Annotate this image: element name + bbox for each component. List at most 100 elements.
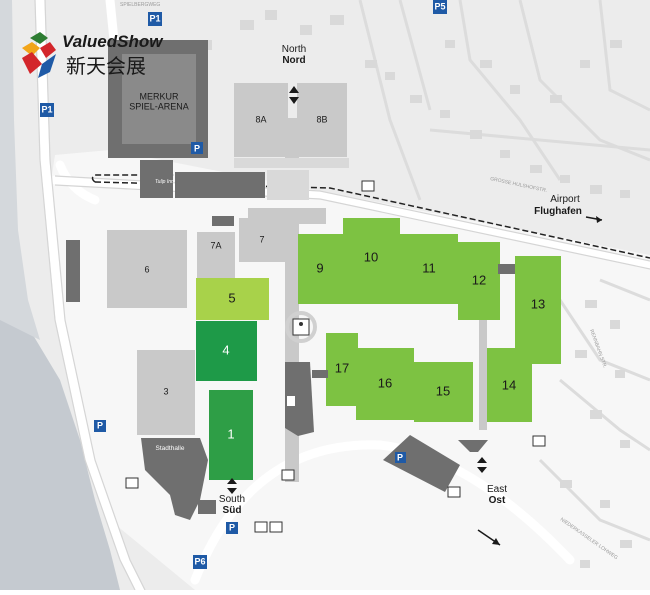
svg-text:Nord: Nord [282, 55, 305, 66]
svg-text:Airport: Airport [550, 194, 580, 205]
hall-9[interactable]: 9 [298, 234, 344, 304]
svg-text:East: East [487, 484, 507, 495]
svg-text:Stadthalle: Stadthalle [156, 445, 185, 452]
rail-station-building [267, 170, 309, 200]
svg-text:9: 9 [316, 260, 323, 275]
hall-10[interactable]: 10 [343, 218, 400, 304]
east-gate [458, 440, 488, 452]
hall-16[interactable]: 16 [356, 348, 414, 420]
svg-text:South: South [219, 494, 245, 505]
river-bank [0, 0, 40, 340]
svg-text:15: 15 [436, 383, 450, 398]
svg-text:5: 5 [228, 290, 235, 305]
svg-text:6: 6 [144, 264, 149, 274]
central-service-building [285, 362, 314, 436]
hall-5[interactable]: 5 [196, 278, 269, 320]
svg-text:8A: 8A [255, 114, 266, 124]
svg-text:North: North [282, 44, 306, 55]
svg-text:10: 10 [364, 249, 378, 264]
southeast-arrowhead-icon [492, 538, 500, 545]
airport-arrowhead-icon [596, 216, 602, 223]
svg-text:11: 11 [422, 260, 436, 275]
bus-stop-icons [125, 180, 546, 533]
hall-12-13-link [498, 264, 516, 274]
hall-7[interactable]: 7 [239, 218, 285, 262]
svg-text:1: 1 [227, 426, 234, 441]
svg-text:3: 3 [163, 386, 168, 396]
bus-icon [361, 180, 375, 192]
svg-text:Flughafen: Flughafen [534, 206, 582, 217]
south-arrow-icon [227, 478, 237, 494]
rail-loop [91, 174, 175, 183]
svg-text:16: 16 [378, 375, 392, 390]
residential-buildings [200, 10, 632, 568]
hall-15[interactable]: 15 [414, 362, 473, 422]
logo-mark-icon [22, 32, 56, 78]
hall-6-annex [66, 240, 80, 302]
hall-17[interactable]: 17 [326, 333, 358, 406]
south-entrance[interactable]: South Süd [219, 478, 245, 516]
east-arrow-icon [477, 457, 487, 473]
hotel-building[interactable]: Tulip Inn [140, 160, 265, 198]
bus-icon [447, 486, 461, 498]
hall-8-canopy [234, 158, 349, 168]
hall-6[interactable]: 6 [107, 230, 187, 308]
arena-label-2: SPIEL-ARENA [129, 101, 189, 111]
merkur-spiel-arena[interactable]: MERKUR SPIEL-ARENA [108, 40, 208, 158]
hall-7a[interactable]: 7A [197, 232, 235, 280]
svg-text:P5: P5 [434, 1, 445, 11]
hall-13[interactable]: 13 [515, 256, 561, 364]
bus-icon [532, 435, 546, 447]
stadthalle[interactable]: Stadthalle [141, 438, 208, 520]
svg-text:P: P [229, 522, 235, 532]
north-entrance[interactable]: North Nord [282, 44, 306, 104]
svg-text:P1: P1 [41, 104, 52, 114]
info-icon [287, 396, 295, 406]
svg-text:Ost: Ost [489, 495, 506, 506]
svg-text:4: 4 [222, 342, 229, 357]
walkway-central [285, 222, 299, 482]
hall-4[interactable]: 4 [196, 321, 257, 381]
svg-text:P: P [97, 420, 103, 430]
logo-chinese: 新天会展 [66, 55, 146, 78]
hall-3[interactable]: 3 [137, 350, 195, 435]
street-spielbergweg: SPIELBERGWEG [120, 2, 160, 8]
central-roundabout [285, 311, 317, 343]
svg-text:P6: P6 [194, 556, 205, 566]
svg-text:8B: 8B [316, 114, 327, 124]
parking-garage-east[interactable]: P [383, 435, 460, 492]
svg-text:12: 12 [472, 272, 486, 287]
logo-wordmark: ValuedShow [62, 32, 164, 51]
parking-p-west[interactable]: P [94, 420, 106, 432]
hall-12[interactable]: 12 [458, 242, 500, 320]
svg-text:P: P [194, 143, 200, 153]
river-water [0, 300, 120, 590]
svg-text:P1: P1 [149, 13, 160, 23]
svg-text:13: 13 [531, 296, 545, 311]
east-entrance[interactable]: East Ost [458, 440, 507, 506]
accessibility-icon [292, 318, 310, 336]
parking-p1-top[interactable]: P1 [148, 12, 162, 26]
hall-8a[interactable]: 8A [234, 83, 288, 157]
hall-1[interactable]: 1 [209, 390, 253, 480]
parking-p1[interactable]: P1 [40, 103, 54, 117]
airport-direction[interactable]: Airport Flughafen [534, 194, 603, 223]
hall-17-link [312, 370, 328, 378]
hall-14[interactable]: 14 [487, 348, 532, 422]
parking-p6[interactable]: P6 [193, 555, 207, 569]
svg-text:17: 17 [335, 360, 349, 375]
svg-text:7A: 7A [210, 240, 221, 250]
north-arrow-icon [289, 86, 299, 104]
rail-line [94, 181, 650, 259]
parking-p5[interactable]: P5 [433, 0, 447, 14]
walkway-east [479, 320, 487, 430]
bus-icon [125, 477, 139, 489]
arena-parking-marker[interactable]: P [191, 142, 203, 154]
arena-label-1: MERKUR [139, 91, 179, 101]
hall-11[interactable]: 11 [400, 234, 458, 304]
bus-icon [281, 469, 295, 481]
parking-p-south[interactable]: P [226, 522, 238, 534]
hall-8b[interactable]: 8B [297, 83, 347, 157]
valuedshow-logo: ValuedShow 新天会展 [22, 32, 164, 78]
